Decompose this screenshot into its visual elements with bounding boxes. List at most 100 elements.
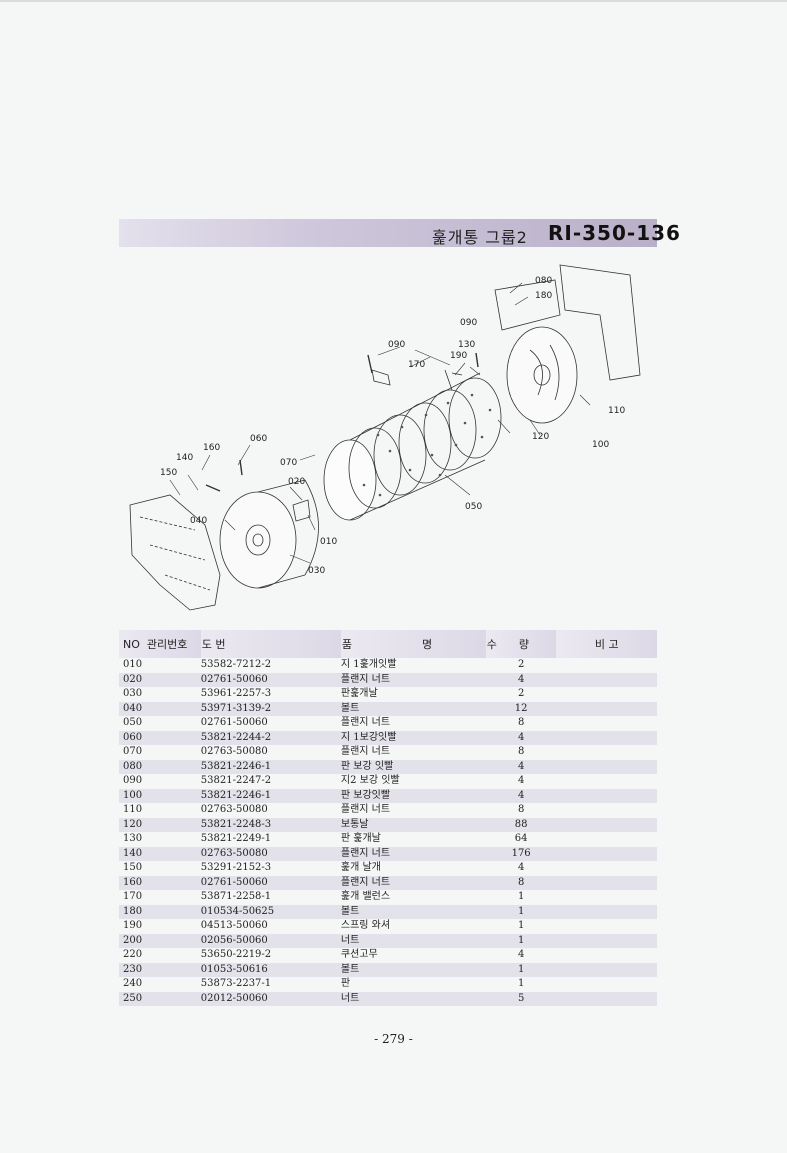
part-no-cell: 070 xyxy=(119,745,201,760)
callout-label: 050 xyxy=(465,502,482,512)
callout-label: 110 xyxy=(608,406,625,416)
remarks-cell xyxy=(556,687,657,702)
remarks-cell xyxy=(556,817,657,832)
quantity-cell: 1 xyxy=(485,904,557,919)
part-no-cell: 060 xyxy=(119,730,201,745)
callout-label: 140 xyxy=(176,453,193,463)
drawing-no-cell: 02763-50080 xyxy=(200,745,341,760)
drawing-no-cell: 010534-50625 xyxy=(200,904,341,919)
page-number: - 279 - xyxy=(374,1032,413,1046)
part-no-cell: 190 xyxy=(119,919,201,934)
remarks-cell xyxy=(556,788,657,803)
part-no-cell: 110 xyxy=(119,803,201,818)
part-no-cell: 180 xyxy=(119,904,201,919)
right-frame xyxy=(559,264,641,381)
part-no-cell: 160 xyxy=(119,875,201,890)
drawing-no-cell: 53873-2237-1 xyxy=(200,977,341,992)
remarks-cell xyxy=(556,672,657,687)
drawing-no-cell: 53650-2219-2 xyxy=(200,948,341,963)
callout-label: 010 xyxy=(320,537,337,547)
callout-label: 190 xyxy=(450,351,467,361)
drawing-no-cell: 02761-50060 xyxy=(200,875,341,890)
remarks-cell xyxy=(556,991,657,1006)
part-name-cell: 판 보강잇빨 xyxy=(340,788,486,803)
part-no-cell: 200 xyxy=(119,933,201,948)
callout-label: 090 xyxy=(460,318,477,328)
scan-edge xyxy=(0,0,787,2)
left-frame xyxy=(129,494,221,611)
drawing-no-cell: 53871-2258-1 xyxy=(200,890,341,905)
part-name-cell: 플랜지 너트 xyxy=(340,672,486,687)
remarks-cell xyxy=(556,730,657,745)
part-name-cell: 너트 xyxy=(340,933,486,948)
drawing-no-cell: 02012-50060 xyxy=(200,991,341,1006)
callout-label: 020 xyxy=(288,477,305,487)
quantity-cell: 64 xyxy=(485,832,557,847)
remarks-cell xyxy=(556,977,657,992)
quantity-cell: 4 xyxy=(485,948,557,963)
callout-label: 060 xyxy=(250,434,267,444)
col-header-no: NO 관리번호 xyxy=(119,630,201,658)
remarks-cell xyxy=(556,933,657,948)
part-name-cell: 쿠션고무 xyxy=(340,948,486,963)
drawing-no-cell: 02763-50080 xyxy=(200,846,341,861)
drawing-no-cell: 53582-7212-2 xyxy=(200,658,341,673)
part-no-cell: 050 xyxy=(119,716,201,731)
part-name-cell: 스프링 와셔 xyxy=(340,919,486,934)
part-name-cell: 플랜지 너트 xyxy=(340,875,486,890)
remarks-cell xyxy=(556,948,657,963)
part-name-cell: 너트 xyxy=(340,991,486,1006)
part-name-cell: 지2 보강 잇빨 xyxy=(340,774,486,789)
part-no-cell: 030 xyxy=(119,687,201,702)
drawing-no-cell: 53961-2257-3 xyxy=(200,687,341,702)
quantity-cell: 2 xyxy=(485,658,557,673)
part-name-cell: 판훑개날 xyxy=(340,687,486,702)
remarks-cell xyxy=(556,861,657,876)
part-no-cell: 230 xyxy=(119,962,201,977)
quantity-cell: 8 xyxy=(485,803,557,818)
part-no-cell: 100 xyxy=(119,788,201,803)
callout-label: 080 xyxy=(535,276,552,286)
quantity-cell: 8 xyxy=(485,716,557,731)
part-name-cell: 볼트 xyxy=(340,962,486,977)
remarks-cell xyxy=(556,701,657,716)
model-code: RI-350-136 xyxy=(548,221,681,245)
quantity-cell: 88 xyxy=(485,817,557,832)
quantity-cell: 176 xyxy=(485,846,557,861)
part-no-cell: 120 xyxy=(119,817,201,832)
quantity-cell: 4 xyxy=(485,672,557,687)
part-no-cell: 150 xyxy=(119,861,201,876)
part-no-cell: 140 xyxy=(119,846,201,861)
drawing-no-cell: 02761-50060 xyxy=(200,672,341,687)
part-no-cell: 170 xyxy=(119,890,201,905)
part-no-cell: 010 xyxy=(119,658,201,673)
part-name-cell: 지 1훑개잇빨 xyxy=(340,658,486,673)
quantity-cell: 1 xyxy=(485,962,557,977)
quantity-cell: 1 xyxy=(485,890,557,905)
remarks-cell xyxy=(556,962,657,977)
part-name-cell: 훑개 날개 xyxy=(340,861,486,876)
remarks-cell xyxy=(556,745,657,760)
part-name-cell: 훑개 밸런스 xyxy=(340,890,486,905)
quantity-cell: 4 xyxy=(485,861,557,876)
drawing-no-cell: 53821-2247-2 xyxy=(200,774,341,789)
quantity-cell: 2 xyxy=(485,687,557,702)
part-name-cell: 플랜지 너트 xyxy=(340,803,486,818)
drawing-no-cell: 53821-2248-3 xyxy=(200,817,341,832)
remarks-cell xyxy=(556,658,657,673)
